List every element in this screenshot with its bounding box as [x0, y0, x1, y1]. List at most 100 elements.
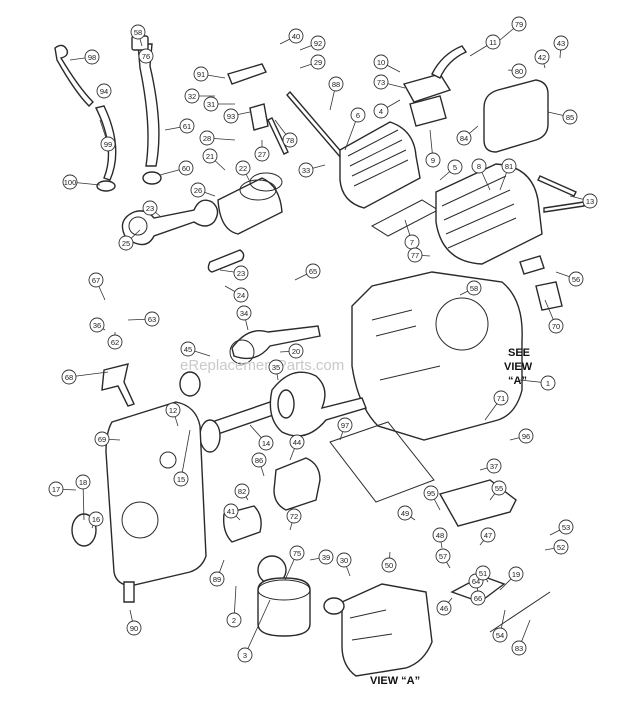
- tube-grommet: [96, 180, 116, 192]
- callout-circle: [553, 539, 569, 555]
- callout-99: 99: [100, 136, 116, 152]
- callout-number: 23: [237, 269, 245, 278]
- callout-number: 83: [515, 644, 523, 653]
- callout-number: 71: [497, 394, 505, 403]
- callout-53: 53: [558, 519, 574, 535]
- callout-number: 49: [401, 509, 409, 518]
- callout-circle: [470, 590, 486, 606]
- callout-4: 4: [373, 103, 389, 119]
- head-bolt: [537, 175, 577, 197]
- callout-19: 19: [508, 566, 524, 582]
- callout-circle: [466, 280, 482, 296]
- callout-number: 1: [546, 379, 550, 388]
- callout-18: 18: [75, 474, 91, 490]
- callout-93: 93: [223, 108, 239, 124]
- callout-circle: [130, 24, 146, 40]
- callout-circle: [180, 341, 196, 357]
- callout-78: 78: [282, 132, 298, 148]
- crankcase-ribs: [371, 309, 441, 381]
- fill-tube-grommet: [142, 171, 162, 185]
- crankcase-cover: [105, 401, 207, 587]
- callout-number: 82: [238, 487, 246, 496]
- callout-35: 35: [268, 359, 284, 375]
- callout-circle: [553, 35, 569, 51]
- callout-2: 2: [226, 612, 242, 628]
- callout-circle: [100, 136, 116, 152]
- callout-circle: [485, 34, 501, 50]
- callout-number: 33: [302, 166, 310, 175]
- camshaft: [231, 325, 321, 360]
- callout-circle: [289, 545, 305, 561]
- callout-circle: [493, 390, 509, 406]
- callout-number: 8: [477, 162, 481, 171]
- callout-91: 91: [193, 66, 209, 82]
- callout-7: 7: [404, 234, 420, 250]
- callout-circle: [534, 49, 550, 65]
- callout-circle: [432, 527, 448, 543]
- callout-3: 3: [237, 647, 253, 663]
- callout-circle: [75, 474, 91, 490]
- callout-circle: [237, 647, 253, 663]
- callout-circle: [282, 132, 298, 148]
- callout-number: 93: [227, 112, 235, 121]
- callout-51: 51: [475, 565, 491, 581]
- callout-number: 9: [431, 156, 435, 165]
- callout-circle: [107, 334, 123, 350]
- view-a-detail: [349, 609, 393, 641]
- callout-31: 31: [203, 96, 219, 112]
- callout-number: 54: [496, 631, 504, 640]
- callout-95: 95: [423, 485, 439, 501]
- view-a-caption: VIEW “A”: [370, 675, 420, 687]
- callout-number: 13: [586, 197, 594, 206]
- callout-number: 5: [453, 163, 457, 172]
- see-view-line-1: SEE: [508, 347, 530, 359]
- callout-number: 18: [79, 478, 87, 487]
- callout-circle: [203, 96, 219, 112]
- callout-number: 79: [515, 20, 523, 29]
- watermark: eReplacementParts.com: [180, 357, 344, 374]
- callout-circle: [48, 481, 64, 497]
- callout-83: 83: [511, 640, 527, 656]
- callout-11: 11: [485, 34, 501, 50]
- callout-circle: [61, 369, 77, 385]
- callout-circle: [423, 485, 439, 501]
- callout-number: 100: [64, 178, 77, 187]
- governor-arm: [101, 363, 135, 407]
- callout-number: 85: [566, 113, 574, 122]
- callout-circle: [286, 508, 302, 524]
- callout-80: 80: [511, 63, 527, 79]
- callout-circle: [373, 103, 389, 119]
- callout-circle: [236, 305, 252, 321]
- callout-circle: [118, 235, 134, 251]
- oil-filter: [257, 577, 311, 637]
- callout-circle: [511, 16, 527, 32]
- callout-circle: [89, 317, 105, 333]
- callout-circle: [288, 343, 304, 359]
- callout-37: 37: [486, 458, 502, 474]
- callout-number: 23: [146, 204, 154, 213]
- callout-61: 61: [179, 118, 195, 134]
- callout-circle: [425, 152, 441, 168]
- callout-number: 28: [203, 134, 211, 143]
- callout-circle: [540, 375, 556, 391]
- crank-web: [269, 371, 367, 437]
- callout-number: 15: [177, 475, 185, 484]
- callout-24: 24: [233, 287, 249, 303]
- callout-40: 40: [288, 28, 304, 44]
- callout-circle: [337, 417, 353, 433]
- callout-number: 68: [65, 373, 73, 382]
- callout-13: 13: [582, 193, 598, 209]
- callout-42: 42: [534, 49, 550, 65]
- callout-number: 99: [104, 140, 112, 149]
- callout-circle: [511, 640, 527, 656]
- callout-62: 62: [107, 334, 123, 350]
- callout-36: 36: [89, 317, 105, 333]
- callout-number: 81: [505, 162, 513, 171]
- callout-68: 68: [61, 369, 77, 385]
- callout-number: 16: [92, 515, 100, 524]
- callout-10: 10: [373, 54, 389, 70]
- callout-circle: [456, 130, 472, 146]
- main-bearing: [179, 371, 201, 397]
- head-fins: [347, 129, 409, 187]
- callout-number: 36: [93, 321, 101, 330]
